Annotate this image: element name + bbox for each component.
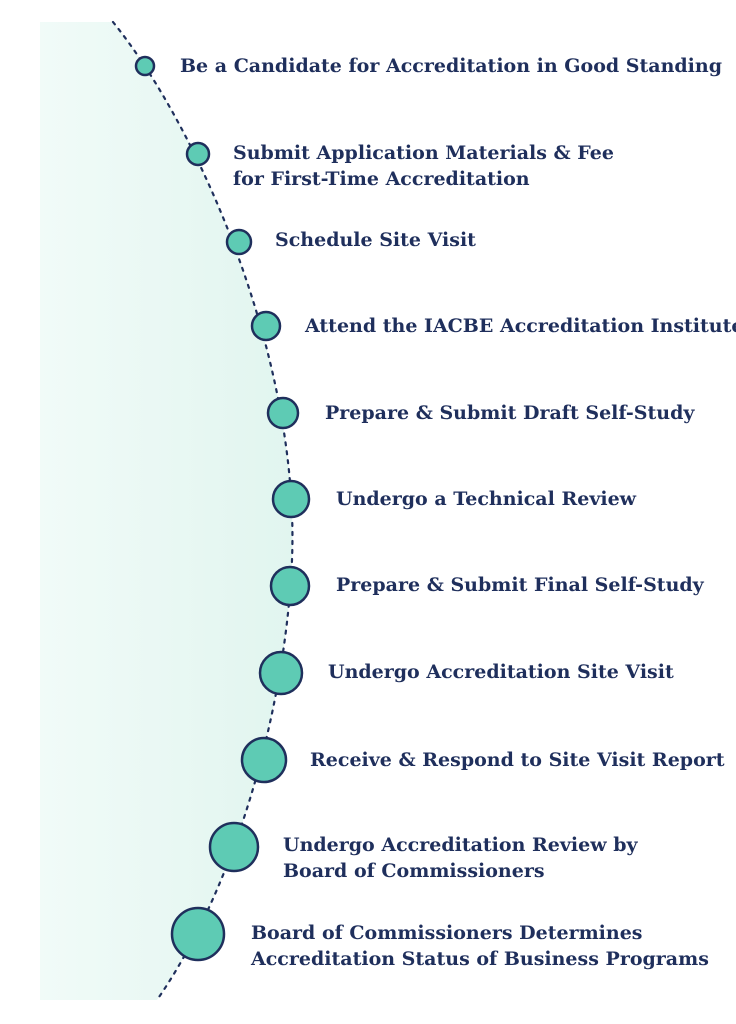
step-label-line: Attend the IACBE Accreditation Institute [305,315,736,337]
step-label-line: Undergo Accreditation Site Visit [328,661,674,683]
step-label-6: Undergo a Technical Review [336,486,636,512]
step-label-3: Schedule Site Visit [275,227,476,253]
step-node-5 [266,396,300,430]
step-node-4 [250,310,282,342]
step-label-5: Prepare & Submit Draft Self-Study [325,400,694,426]
step-label-line: Be a Candidate for Accreditation in Good… [180,55,722,77]
step-label-2: Submit Application Materials & Fee for Fi… [233,140,614,192]
step-label-7: Prepare & Submit Final Self-Study [336,572,704,598]
step-label-line: Schedule Site Visit [275,229,476,251]
step-label-10: Undergo Accreditation Review by Board of … [283,832,638,884]
step-label-line: for First-Time Accreditation [233,168,530,190]
step-label-line: Board of Commissioners [283,860,545,882]
step-node-6 [271,479,311,519]
step-node-9 [240,736,288,784]
step-node-3 [225,228,253,256]
shaded-background-area [40,22,293,1000]
step-nodes [134,55,311,962]
step-label-1: Be a Candidate for Accreditation in Good… [180,53,722,79]
step-label-4: Attend the IACBE Accreditation Institute [305,313,736,339]
step-node-11 [170,906,226,962]
step-label-line: Board of Commissioners Determines [251,922,643,944]
step-label-line: Undergo a Technical Review [336,488,637,510]
step-node-1 [134,55,156,77]
step-label-9: Receive & Respond to Site Visit Report [310,747,725,773]
step-label-8: Undergo Accreditation Site Visit [328,659,674,685]
step-label-line: Accreditation Status of Business Program… [251,948,709,970]
step-node-7 [269,565,311,607]
step-node-2 [185,141,211,167]
step-label-line: Prepare & Submit Final Self-Study [336,574,704,596]
step-label-line: Prepare & Submit Draft Self-Study [325,402,695,424]
step-node-10 [208,821,260,873]
step-label-line: Undergo Accreditation Review by [283,834,638,856]
step-label-line: Receive & Respond to Site Visit Report [310,749,725,771]
step-label-line: Submit Application Materials & Fee [233,142,614,164]
step-node-8 [258,650,304,696]
